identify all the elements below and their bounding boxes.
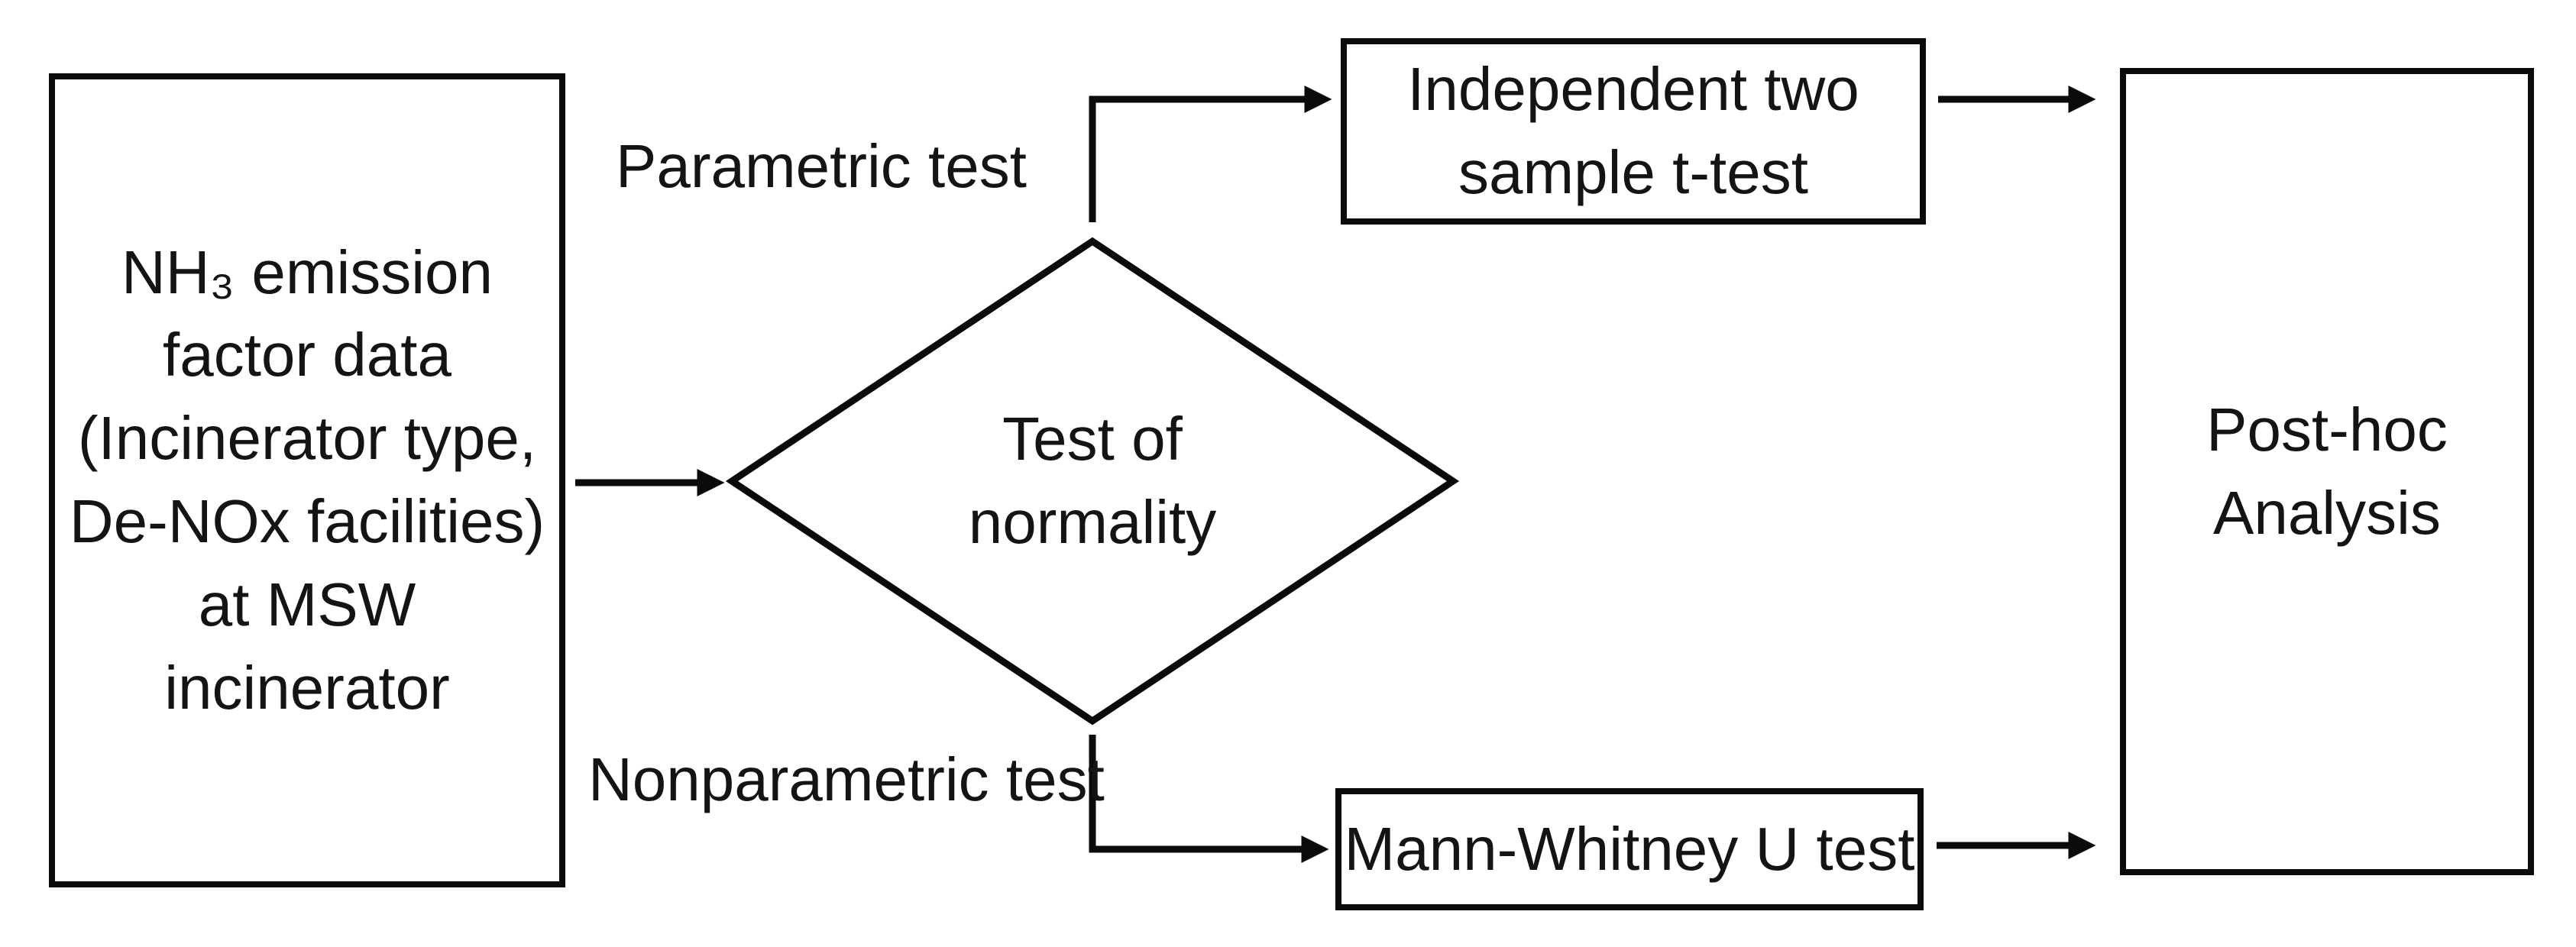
- parametric-branch-label: Parametric test: [616, 132, 1027, 200]
- arrow-decision-to-ttest: [1089, 86, 1332, 222]
- posthoc-line: Post-hoc: [2206, 395, 2448, 464]
- mann-whitney-line: Mann-Whitney U test: [1344, 815, 1915, 883]
- source-data-line: (Incinerator type,: [77, 404, 537, 473]
- source-data-line: NH₃ emission: [121, 238, 493, 306]
- decision-diamond-shape: [725, 237, 1460, 726]
- decision-line: Test of: [1002, 405, 1183, 474]
- source-data-line: De-NOx facilities): [69, 487, 545, 555]
- source-data-line: at MSW incinerator: [164, 570, 450, 722]
- source-data-box: NH₃ emission factor data (Incinerator ty…: [49, 73, 565, 887]
- posthoc-line: Analysis: [2213, 478, 2441, 547]
- ttest-line: sample t-test: [1458, 138, 1808, 206]
- mann-whitney-box: Mann-Whitney U test: [1335, 788, 1924, 910]
- decision-line: normality: [968, 488, 1217, 556]
- ttest-line: Independent two: [1407, 55, 1859, 124]
- decision-diamond-text: Test of normality: [863, 391, 1322, 571]
- ttest-box: Independent two sample t-test: [1341, 38, 1926, 225]
- posthoc-analysis-box: Post-hoc Analysis: [2120, 68, 2534, 875]
- source-data-line: factor data: [162, 321, 451, 389]
- nonparametric-branch-label: Nonparametric test: [588, 745, 1105, 813]
- arrow-decision-to-mannwhitney: [1089, 735, 1329, 863]
